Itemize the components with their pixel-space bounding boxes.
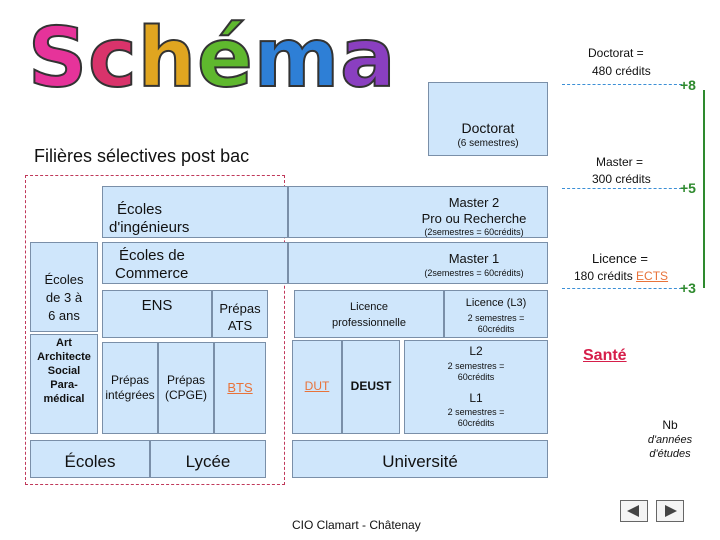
prepas-ats-line1: Prépas xyxy=(219,301,261,316)
l2-l1-box: L2 2 semestres = 60crédits L1 2 semestre… xyxy=(404,340,548,434)
master2-box: Master 2 Pro ou Recherche (2semestres = … xyxy=(288,186,548,238)
master2-line2: Pro ou Recherche xyxy=(421,211,527,226)
ecoles-commerce-box: Écoles de Commerce xyxy=(102,242,288,284)
doctorat-sub: (6 semestres) xyxy=(457,138,519,149)
plus8-label: +8 xyxy=(680,77,696,93)
ens-box: ENS xyxy=(102,290,212,338)
ecoles-commerce-line2: Commerce xyxy=(115,265,189,282)
ecoles-3ans-box: Écoles de 3 à 6 ans xyxy=(30,242,98,332)
prev-slide-icon[interactable] xyxy=(620,500,648,522)
licence-credits-prefix: 180 crédits xyxy=(574,269,637,283)
l1-sub-line1: 2 semestres = xyxy=(447,407,505,417)
l2-sub-line2: 60crédits xyxy=(457,372,495,382)
doctorat-dash xyxy=(562,84,682,85)
lycee-footer-label: Lycée xyxy=(185,452,231,471)
next-slide-icon[interactable] xyxy=(656,500,684,522)
lycee-footer-box: Lycée xyxy=(150,440,266,478)
footer-credit: CIO Clamart - Châtenay xyxy=(292,518,421,532)
sante-link[interactable]: Santé xyxy=(583,347,627,364)
l1-title: L1 xyxy=(469,391,483,405)
universite-label: Université xyxy=(382,452,458,471)
ecoles-footer-label: Écoles xyxy=(64,452,116,471)
art-line: Architecte xyxy=(37,351,91,363)
deust-title: DEUST xyxy=(350,379,392,393)
l3-sub-line2: 60crédits xyxy=(477,324,515,334)
selective-tracks-frame xyxy=(25,175,285,485)
doctorat-credits-line2: 480 crédits xyxy=(592,64,651,78)
ecoles-footer-box: Écoles xyxy=(30,440,150,478)
dut-box: DUT xyxy=(292,340,342,434)
licence-pro-line2: professionnelle xyxy=(332,317,406,329)
nb-line1: Nb xyxy=(662,418,678,432)
l3-sub-line1: 2 semestres = xyxy=(467,313,525,323)
prepas-ats-box: Prépas ATS xyxy=(212,290,268,338)
art-line: Social xyxy=(47,365,81,377)
deust-box: DEUST xyxy=(342,340,400,434)
plus3-label: +3 xyxy=(680,280,696,296)
master1-box: Master 1 (2semestres = 60crédits) xyxy=(288,242,548,284)
licence-pro-line1: Licence xyxy=(350,301,388,313)
master1-sub: (2semestres = 60crédits) xyxy=(424,268,524,278)
nb-line2: d'années xyxy=(647,434,693,446)
art-line: médical xyxy=(43,393,85,405)
ects-label: ECTS xyxy=(636,269,669,283)
l3-title: Licence (L3) xyxy=(465,297,527,309)
doctorat-credits-line1: Doctorat = xyxy=(588,46,644,60)
ecoles-ingenieurs-line2: d'ingénieurs xyxy=(109,219,190,236)
master2-line1: Master 2 xyxy=(448,195,500,210)
years-bar xyxy=(703,90,705,288)
universite-box: Université xyxy=(292,440,548,478)
art-line: Art xyxy=(56,337,72,349)
doctorat-box: Doctorat (6 semestres) xyxy=(428,82,548,156)
ecoles-3ans-line1: Écoles xyxy=(44,272,84,287)
prepas-ats-line2: ATS xyxy=(227,318,253,333)
page-heading: Filières sélectives post bac xyxy=(34,146,250,166)
prepas-integrees-line2: intégrées xyxy=(105,388,155,402)
master-credits-line2: 300 crédits xyxy=(592,172,651,186)
prepas-cpge-line2: (CPGE) xyxy=(165,388,207,402)
ecoles-3ans-line3: 6 ans xyxy=(48,308,80,323)
ecoles-commerce-line1: Écoles de xyxy=(119,247,185,264)
master-credits-line1: Master = xyxy=(596,155,644,169)
licence-pro-box: Licence professionnelle xyxy=(294,290,444,338)
bts-box: BTS xyxy=(214,342,266,434)
prepas-integrees-line1: Prépas xyxy=(110,373,150,387)
l1-sub-line2: 60crédits xyxy=(457,418,495,428)
master2-sub: (2semestres = 60crédits) xyxy=(424,227,524,237)
prepas-cpge-box: Prépas (CPGE) xyxy=(158,342,214,434)
prepas-cpge-line1: Prépas xyxy=(166,373,206,387)
art-line: Para- xyxy=(50,379,78,391)
licence-credits-line1: Licence = xyxy=(592,251,649,266)
ecoles-3ans-line2: de 3 à xyxy=(45,290,83,305)
master1-title: Master 1 xyxy=(448,251,500,266)
licence-dash xyxy=(562,288,682,289)
doctorat-title: Doctorat xyxy=(461,120,515,136)
l2-sub-line1: 2 semestres = xyxy=(447,361,505,371)
bts-link[interactable]: BTS xyxy=(227,380,253,395)
dut-link[interactable]: DUT xyxy=(304,379,330,393)
ecoles-ingenieurs-line1: Écoles xyxy=(117,201,163,218)
plus5-label: +5 xyxy=(680,180,696,196)
nb-line3: d'études xyxy=(649,448,691,460)
l2-title: L2 xyxy=(469,344,483,358)
master-dash xyxy=(562,188,682,189)
licence-credits-line2: 180 crédits ECTS xyxy=(574,269,668,283)
art-box: Art Architecte Social Para- médical xyxy=(30,334,98,434)
ens-title: ENS xyxy=(141,297,173,314)
schema-logo: Schéma xyxy=(27,11,397,106)
l3-box: Licence (L3) 2 semestres = 60crédits xyxy=(444,290,548,338)
prepas-integrees-box: Prépas intégrées xyxy=(102,342,158,434)
ecoles-ingenieurs-box: Écoles d'ingénieurs xyxy=(102,186,288,238)
